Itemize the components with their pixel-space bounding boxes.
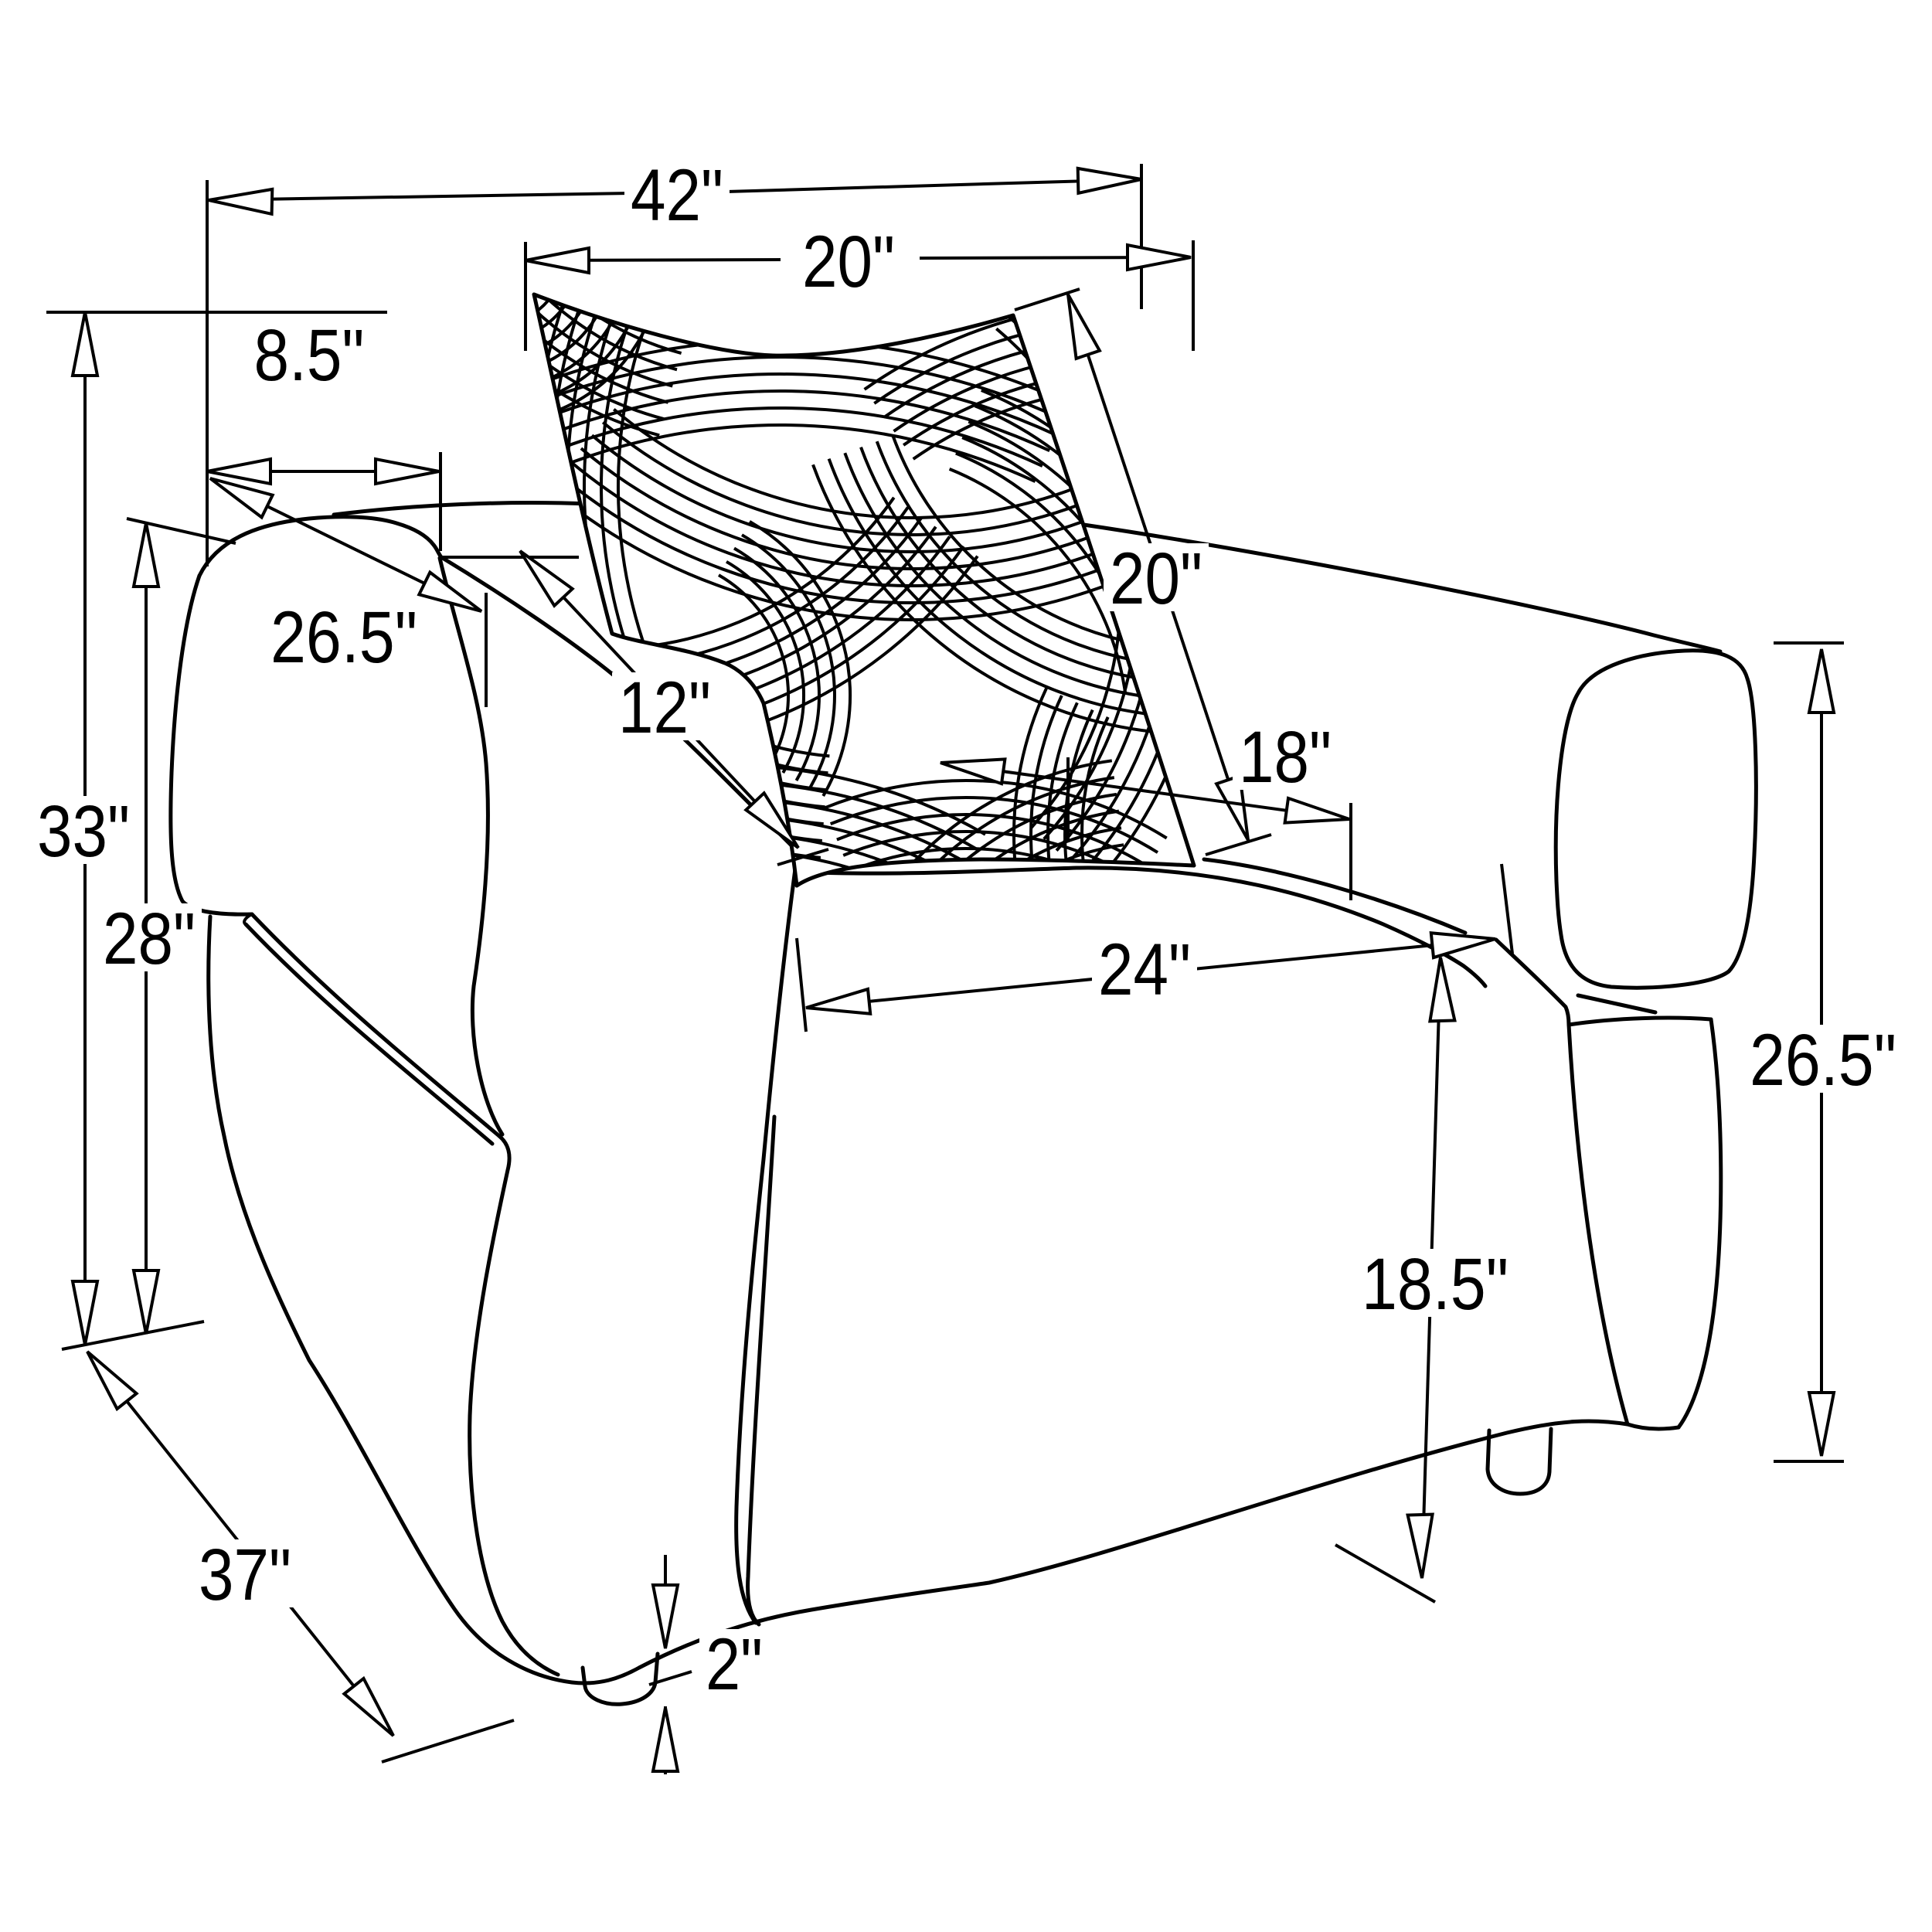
svg-text:28": 28" <box>103 898 196 980</box>
svg-text:18": 18" <box>1239 716 1332 798</box>
svg-text:26.5": 26.5" <box>270 597 417 679</box>
svg-text:33": 33" <box>37 791 130 872</box>
svg-text:2": 2" <box>706 1624 763 1706</box>
svg-text:42": 42" <box>631 155 723 236</box>
svg-text:8.5": 8.5" <box>254 315 365 396</box>
svg-text:24": 24" <box>1098 929 1191 1011</box>
svg-text:18.5": 18.5" <box>1362 1243 1509 1325</box>
svg-text:20": 20" <box>802 221 895 303</box>
svg-text:37": 37" <box>199 1534 291 1616</box>
svg-text:12": 12" <box>618 667 711 749</box>
svg-text:26.5": 26.5" <box>1750 1019 1896 1101</box>
svg-text:20": 20" <box>1110 538 1202 620</box>
